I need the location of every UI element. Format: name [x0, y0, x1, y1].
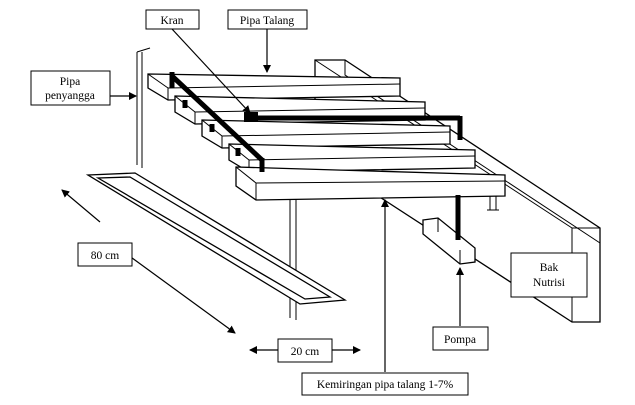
label-kemiringan: Kemiringan pipa talang 1-7% [301, 372, 469, 396]
svg-text:Pipa: Pipa [60, 76, 80, 88]
svg-text:Nutrisi: Nutrisi [533, 277, 565, 289]
svg-text:penyangga: penyangga [45, 90, 95, 102]
pump [422, 195, 476, 265]
svg-text:80 cm: 80 cm [91, 250, 119, 262]
dim-80-arrow-up [61, 189, 101, 223]
label-80cm: 80 cm [77, 242, 133, 267]
svg-text:Bak: Bak [540, 262, 559, 274]
svg-text:Pipa Talang: Pipa Talang [240, 15, 294, 27]
support-pipe [136, 47, 151, 168]
kran-pointer [171, 28, 251, 114]
svg-text:20 cm: 20 cm [291, 346, 319, 358]
label-bak-nutrisi: Bak Nutrisi [510, 252, 588, 298]
dim-80-arrow-down [127, 254, 236, 334]
svg-text:Kemiringan pipa talang 1-7%: Kemiringan pipa talang 1-7% [317, 379, 454, 391]
label-pompa: Pompa [432, 326, 489, 351]
svg-text:Kran: Kran [161, 15, 184, 27]
gutter-trays [147, 73, 506, 211]
base-frame [85, 172, 348, 305]
distribution-pipe [169, 72, 463, 172]
svg-text:Pompa: Pompa [444, 334, 476, 346]
label-20cm: 20 cm [277, 338, 333, 363]
label-pipa-talang: Pipa Talang [227, 9, 308, 30]
label-kran: Kran [145, 9, 200, 30]
label-pipa-penyangga: Pipa penyangga [30, 70, 111, 106]
